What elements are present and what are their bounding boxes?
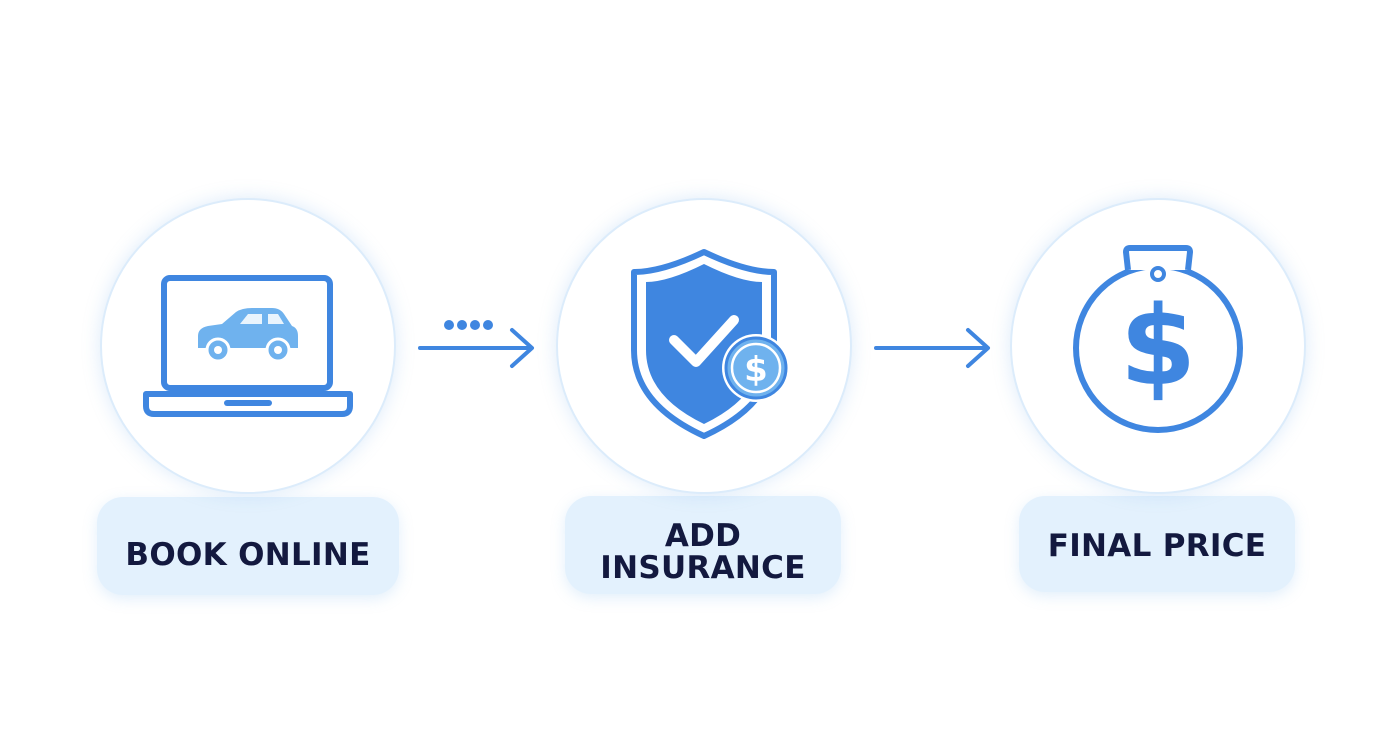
step-label-book-online: BOOK ONLINE [97,497,399,595]
step-label-line2: INSURANCE [600,550,806,586]
step-label-text: ADD INSURANCE [600,506,805,584]
step-label-text: FINAL PRICE [1047,528,1267,564]
step-circle-final-price: $ [1010,198,1306,494]
shield-check-dollar-icon: $ [631,249,790,439]
step-circle-add-insurance: $ [556,198,852,494]
money-bag-dollar-icon: $ [1073,245,1243,433]
step-label-line1: ADD [664,518,742,554]
step-label-final-price: FINAL PRICE [1019,496,1295,592]
bag-dollar-sign: $ [1120,282,1197,410]
arrow-right-icon [874,328,990,368]
laptop-car-icon [143,275,353,417]
dotted-arrow-right-icon [418,320,534,368]
step-label-text: BOOK ONLINE [125,537,371,573]
step-label-add-insurance: ADD INSURANCE [565,496,841,594]
step-circle-book-online [100,198,396,494]
coin-dollar-sign: $ [744,350,768,390]
